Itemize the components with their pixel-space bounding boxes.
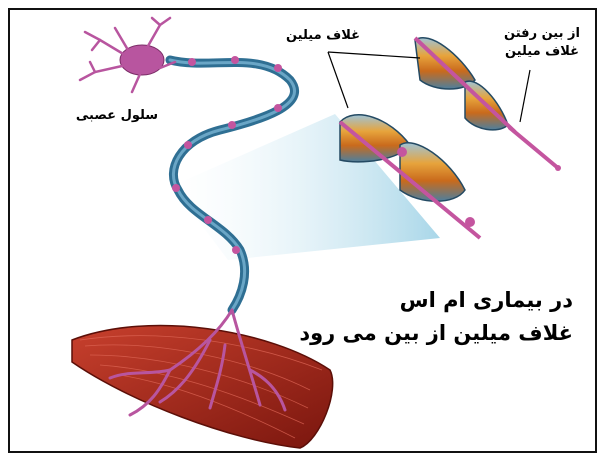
caption-line1: در بیماری ام اس xyxy=(400,285,573,315)
diagram-frame: سلول عصبی غلاف میلین از بین رفتن غلاف می… xyxy=(8,8,597,453)
label-loss-of-myelin-line2: غلاف میلین xyxy=(492,44,592,60)
ms-diagram-illustration xyxy=(10,10,597,453)
label-nerve-cell: سلول عصبی xyxy=(62,108,172,124)
label-myelin-sheath: غلاف میلین xyxy=(268,28,378,44)
caption-line2: غلاف میلین از بین می رود xyxy=(299,318,573,348)
demyelinated-axon xyxy=(510,128,558,168)
label-loss-of-myelin-line1: از بین رفتن xyxy=(492,26,592,42)
